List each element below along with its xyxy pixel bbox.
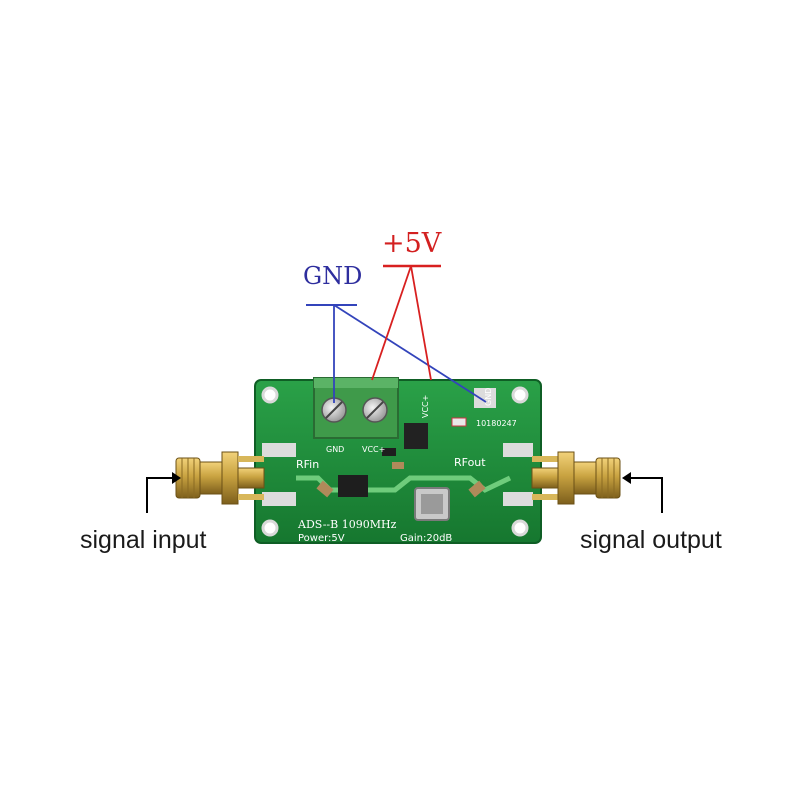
pad — [503, 492, 533, 506]
mount-hole-tr — [511, 386, 529, 404]
silk-gain: Gain:20dB — [400, 533, 452, 544]
capacitor — [468, 480, 486, 498]
regulator-ic — [404, 423, 428, 449]
silk-serial: 10180247 — [476, 419, 517, 428]
signal-input-label: signal input — [80, 526, 207, 554]
pad — [262, 443, 296, 457]
smd-component — [392, 462, 404, 469]
amplifier-ic — [338, 475, 368, 497]
capacitor — [316, 480, 334, 498]
screw-terminal — [313, 377, 399, 439]
silk-gnd-2: GND — [484, 388, 493, 406]
supply-label: +5V — [382, 228, 442, 259]
filter-chip-top — [421, 494, 443, 514]
mount-hole-br — [511, 519, 529, 537]
output-arrow — [622, 472, 663, 513]
pad — [503, 443, 533, 457]
silk-vcc-2: VCC+ — [421, 395, 430, 418]
input-arrow — [146, 472, 181, 513]
mount-hole-tl — [261, 386, 279, 404]
led — [451, 417, 467, 427]
silk-vcc: VCC+ — [362, 445, 385, 454]
mount-hole-bl — [261, 519, 279, 537]
silk-rfin: RFin — [296, 458, 319, 471]
silk-rfout: RFout — [454, 456, 486, 469]
gnd-label: GND — [303, 262, 363, 290]
silk-model: ADS--B 1090MHz — [297, 518, 397, 531]
gnd-wire-2 — [333, 304, 487, 403]
smd-component — [382, 448, 396, 456]
sma-connector-output — [531, 451, 621, 505]
sma-connector-input — [175, 451, 265, 505]
signal-output-label: signal output — [580, 526, 722, 554]
vcc-wire-2 — [410, 265, 432, 381]
vcc-wire-1 — [371, 265, 412, 381]
silk-gnd: GND — [326, 445, 344, 454]
pad — [262, 492, 296, 506]
pad — [474, 388, 496, 408]
silk-power: Power:5V — [298, 533, 345, 544]
